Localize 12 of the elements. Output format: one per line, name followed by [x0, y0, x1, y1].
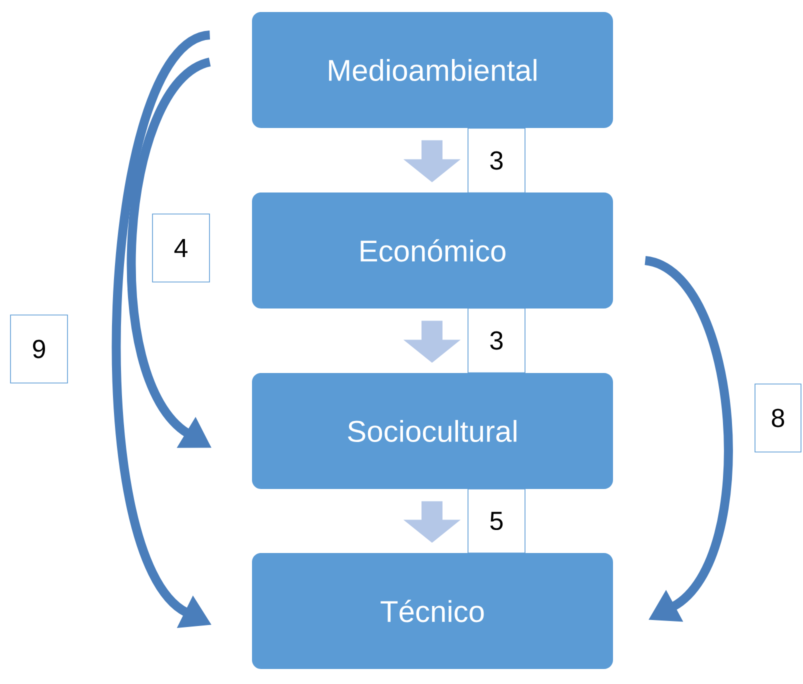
edge-label: 8: [754, 384, 802, 452]
edge-label: 4: [152, 214, 210, 282]
edge-label: 5: [468, 488, 526, 554]
arrow: [126, 58, 212, 448]
process-box: Sociocultural: [252, 373, 613, 489]
edge-label: 3: [468, 308, 526, 374]
arrow: [644, 256, 733, 622]
edge-label: 3: [468, 128, 526, 194]
process-box: Económico: [252, 192, 613, 308]
edge-label: 9: [10, 314, 68, 384]
process-box: Medioambiental: [252, 12, 613, 128]
process-box: Técnico: [252, 553, 613, 669]
